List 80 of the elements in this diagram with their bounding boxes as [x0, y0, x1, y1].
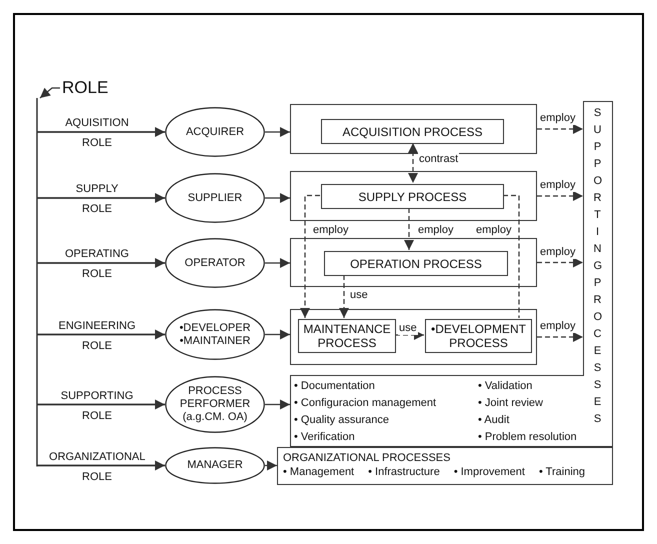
arrow	[537, 191, 583, 201]
process-group-box	[290, 104, 537, 154]
process-group-box	[290, 171, 537, 221]
arrow	[37, 127, 165, 137]
edge-label: employ	[475, 224, 512, 237]
supporting-processes-column	[583, 101, 613, 447]
list-item: • Management	[283, 465, 354, 480]
role-name: SUPPLIER	[186, 192, 244, 204]
list-item: • Configuracion management	[294, 396, 438, 411]
edge-label: employ	[539, 320, 576, 333]
list-item: • Documentation	[294, 379, 376, 394]
edge-label: employ	[539, 246, 576, 258]
edge-label: use	[398, 322, 418, 335]
supporting-list-panel	[290, 375, 583, 447]
arrow	[37, 330, 165, 340]
panel-heading: ORGANIZATIONAL PROCESSES	[283, 451, 452, 465]
list-item: • Training	[538, 465, 585, 480]
arrow	[37, 193, 165, 203]
role-name: MANAGER	[186, 459, 244, 472]
process-name: ACQUISITION PROCESS	[342, 124, 483, 138]
role-label: SUPPORTING ROLE	[60, 388, 134, 424]
list-item: • Audit	[478, 413, 510, 428]
list-item: • Joint review	[478, 396, 544, 411]
arrow	[265, 127, 290, 137]
arrow	[537, 332, 583, 342]
arrow	[265, 193, 290, 203]
role-name: ACQUIRER	[184, 126, 246, 138]
process-name: MAINTENANCE PROCESS	[302, 322, 392, 350]
role-label: ORGANIZATIONAL ROLE	[49, 450, 145, 484]
axis-title: ROLE	[62, 78, 108, 98]
role-ellipse	[165, 309, 265, 360]
role-label: ENGINEERING ROLE	[58, 318, 136, 354]
role-ellipse	[165, 376, 265, 433]
arrow	[37, 258, 165, 268]
role-ellipse	[165, 447, 265, 484]
arrow	[537, 258, 583, 268]
role-ellipse	[165, 107, 265, 157]
role-name: PROCESS PERFORMER (a.g.CM. OA)	[178, 385, 252, 424]
role-label: OPERATING ROLE	[65, 247, 129, 282]
process-name: OPERATION PROCESS	[350, 256, 482, 270]
arrow	[404, 208, 414, 250]
arrow	[265, 330, 290, 340]
arrow	[408, 143, 418, 183]
arrow	[37, 460, 165, 470]
process-name: SUPPLY PROCESS	[358, 190, 467, 204]
edge-label: employ	[417, 224, 454, 237]
list-item: • Problem resolution	[478, 430, 578, 445]
process-box	[324, 251, 508, 276]
arrow	[537, 124, 583, 134]
connector-line	[503, 194, 520, 318]
list-item: • Improvement	[454, 465, 525, 480]
organizational-processes-panel	[277, 447, 613, 485]
role-name: OPERATOR	[184, 256, 246, 270]
role-name: •DEVELOPER	[178, 322, 252, 334]
role-label: SUPPLY ROLE	[76, 182, 118, 217]
role-name: •MAINTAINER	[178, 334, 252, 348]
list-item: • Quality assurance	[294, 413, 390, 428]
arrow	[339, 275, 349, 318]
process-box	[321, 184, 504, 209]
role-ellipse	[165, 238, 265, 288]
process-name: •DEVELOPMENT PROCESS	[430, 322, 527, 350]
list-item: • Validation	[478, 379, 534, 394]
edge-label: employ	[539, 179, 576, 192]
process-box	[425, 319, 532, 353]
process-box	[321, 119, 504, 144]
arrow	[300, 194, 320, 318]
list-item: • Verification	[294, 430, 356, 445]
vertical-heading: SUPPORTING PROCESSES	[594, 106, 602, 427]
arrow	[395, 330, 424, 340]
edge-label: employ	[539, 112, 576, 125]
process-group-box	[290, 238, 537, 287]
process-group-box	[290, 309, 537, 365]
arrow	[37, 400, 165, 410]
list-item: • Infrastructure	[368, 465, 440, 480]
arrow	[265, 460, 277, 470]
edge-label: employ	[312, 224, 350, 237]
arrow	[265, 400, 290, 410]
arrow	[265, 258, 290, 268]
role-ellipse	[165, 173, 265, 223]
role-label: AQUISITION ROLE	[65, 116, 129, 151]
